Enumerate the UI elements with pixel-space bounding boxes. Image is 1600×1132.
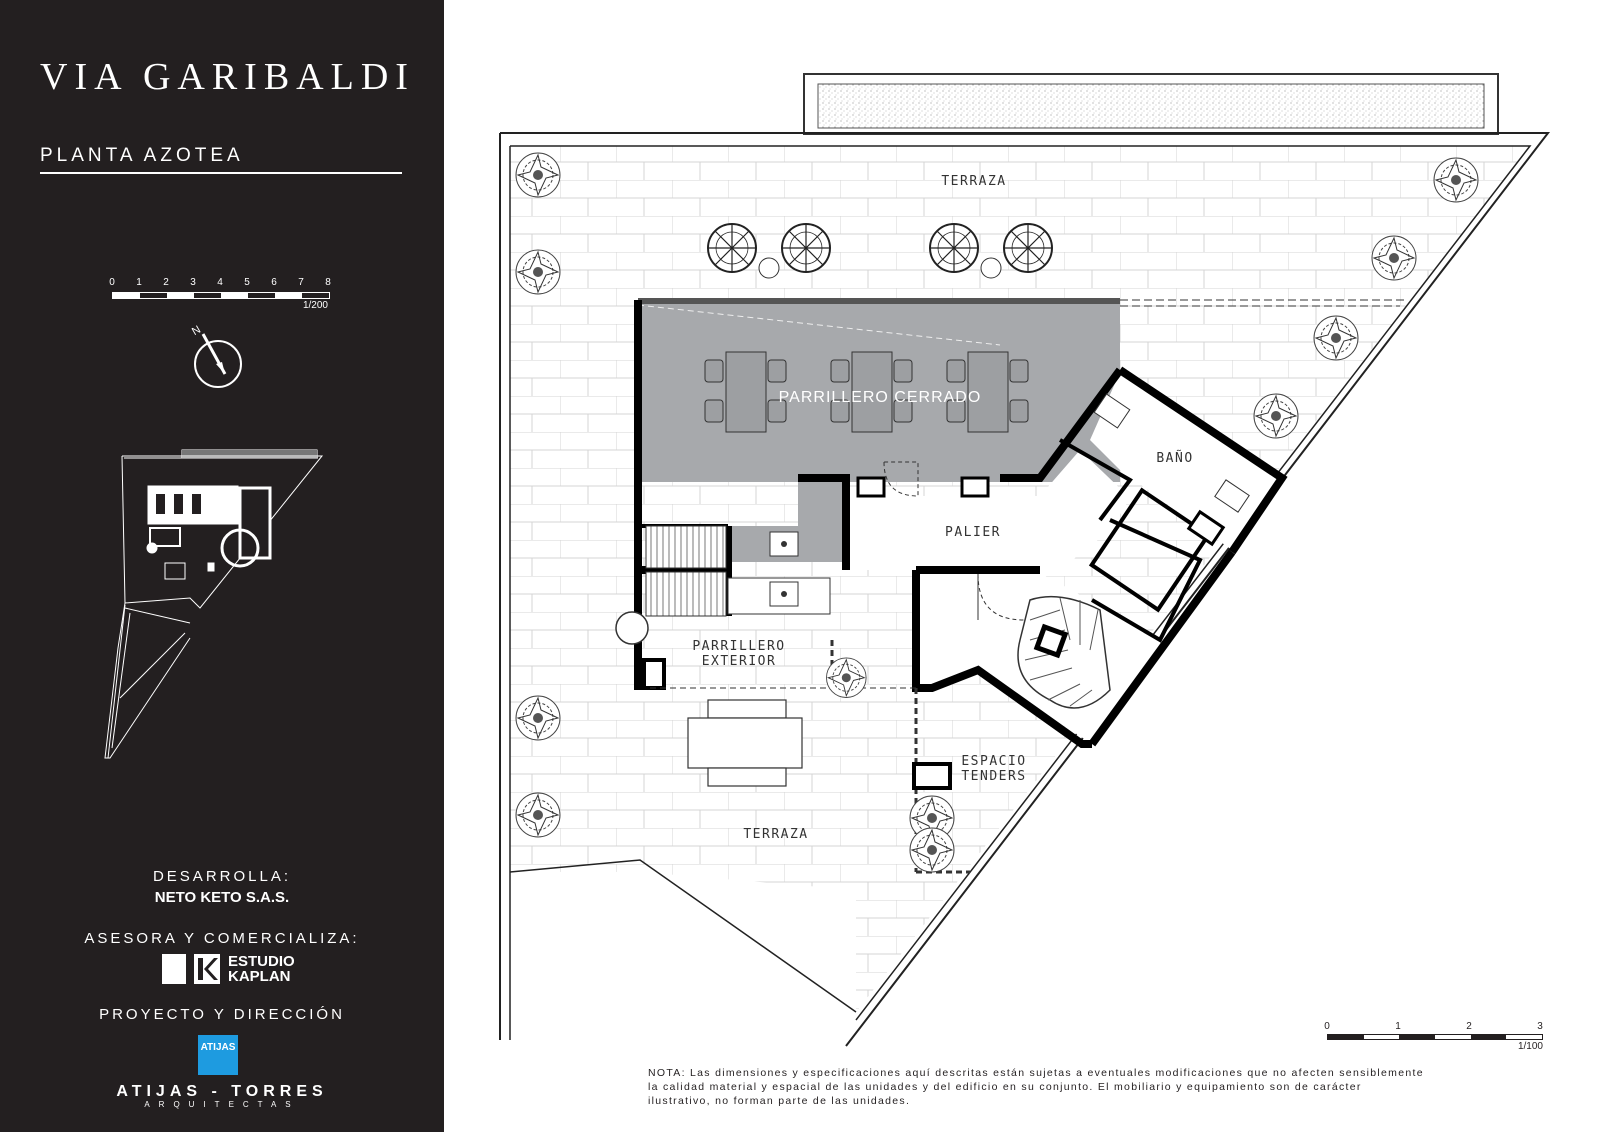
scale-tick: 0 (109, 277, 115, 288)
scale-bar-large: 0 1 2 3 1/100 (1322, 1021, 1547, 1061)
advisor-name: ESTUDIO KAPLAN (228, 953, 295, 985)
architect-name: ATIJAS - TORRES (116, 1083, 328, 1100)
grill-icon (615, 611, 649, 645)
plant-icon (515, 152, 561, 198)
kaplan-k-icon (194, 954, 220, 984)
room-label-laundry-line2: TENDERS (961, 769, 1026, 784)
shaft-icon (1186, 509, 1226, 547)
spiral-stair (1017, 595, 1111, 709)
subtitle-divider (40, 172, 402, 174)
plant-icon (515, 695, 561, 741)
gravel-bed (817, 83, 1485, 129)
info-sidebar: VIA GARIBALDI PLANTA AZOTEA 0 1 2 3 4 5 … (0, 0, 444, 1132)
plant-icon (1433, 157, 1479, 203)
room-label-landing: PALIER (945, 525, 1001, 540)
umbrella-icon (929, 223, 979, 273)
stair-flight-upper (645, 525, 727, 569)
plant-icon (1371, 235, 1417, 281)
architect-logo: ATIJAS (198, 1035, 238, 1075)
advisor-logo: ESTUDIO KAPLAN (162, 954, 295, 984)
scale-tick: 7 (298, 277, 304, 288)
beam-line (637, 304, 1001, 346)
stair-core-floor (916, 574, 1160, 744)
scale-ratio: 1/100 (1517, 1041, 1543, 1052)
architect-subtitle: ARQUITECTAS (144, 1100, 300, 1109)
scale-tick: 3 (190, 277, 196, 288)
stair-column (1033, 623, 1069, 659)
terrace-south-edge (509, 859, 857, 1013)
scale-tick: 6 (271, 277, 277, 288)
outdoor-table (687, 699, 803, 787)
scale-bar-small: 0 1 2 3 4 5 6 7 8 1/200 (108, 277, 338, 317)
north-arrow-icon: N (190, 324, 242, 388)
washbasin-icon (1093, 393, 1131, 429)
plant-icon (1313, 315, 1359, 361)
project-direction-label: PROYECTO Y DIRECCIÓN (99, 1006, 345, 1023)
room-label-outdoor-grill-line1: PARRILLERO (692, 639, 785, 654)
plant-icon (515, 249, 561, 295)
umbrella-icon (781, 223, 831, 273)
side-table-icon (758, 257, 780, 279)
advisor-label: ASESORA Y COMERCIALIZA: (84, 930, 360, 947)
umbrella-icon (707, 223, 757, 273)
scale-tick: 2 (1466, 1021, 1472, 1032)
room-label-terrace-bottom: TERRAZA (743, 827, 808, 842)
scale-tick: 8 (325, 277, 331, 288)
scale-ratio: 1/200 (302, 300, 328, 311)
shaft-icon (642, 658, 666, 690)
scale-tick: 4 (217, 277, 223, 288)
kaplan-block-icon (162, 954, 186, 984)
shaft-icon (960, 476, 990, 498)
scale-tick: 2 (163, 277, 169, 288)
disclaimer-note: NOTA: Las dimensiones y especificaciones… (648, 1067, 1424, 1107)
dining-furniture (704, 351, 1029, 433)
plant-icon (515, 792, 561, 838)
room-label-outdoor-grill-line2: EXTERIOR (702, 654, 777, 669)
project-title: VIA GARIBALDI (40, 56, 415, 98)
door-swing (883, 461, 919, 497)
developer-name: NETO KETO S.A.S. (154, 889, 290, 906)
room-label-terrace-top: TERRAZA (941, 174, 1006, 189)
room-label-closed-grill: PARRILLERO CERRADO (779, 389, 982, 406)
structural-walls (634, 300, 1288, 748)
shaft-icon (912, 762, 952, 790)
plan-subtitle: PLANTA AZOTEA (40, 145, 244, 166)
closed-grill-annex (798, 482, 846, 562)
floor-plan: TERRAZA PARRILLERO CERRADO BAÑO PALIER P… (499, 73, 1551, 1047)
compass-north-label: N (190, 324, 203, 338)
umbrella-icon (1003, 223, 1053, 273)
landing-floor (846, 450, 1130, 570)
scale-bar-track (1327, 1034, 1543, 1040)
scale-tick: 1 (1395, 1021, 1401, 1032)
scale-tick: 1 (136, 277, 142, 288)
scale-tick: 5 (244, 277, 250, 288)
scale-bar-track (112, 292, 330, 299)
side-table-icon (980, 257, 1002, 279)
plant-icon (1253, 393, 1299, 439)
scale-tick: 0 (1324, 1021, 1330, 1032)
room-label-laundry-line1: ESPACIO (961, 754, 1026, 769)
room-label-bathroom: BAÑO (1156, 450, 1193, 466)
toilet-icon (1214, 479, 1250, 513)
developer-label: DESARROLLA: (152, 868, 292, 885)
glass-facade (638, 298, 1120, 304)
key-plan-thumbnail (104, 449, 324, 759)
scale-tick: 3 (1537, 1021, 1543, 1032)
stair-flight-lower (645, 571, 727, 617)
shaft-icon (856, 476, 886, 498)
plant-icon (909, 827, 955, 873)
plant-icon (826, 657, 867, 698)
